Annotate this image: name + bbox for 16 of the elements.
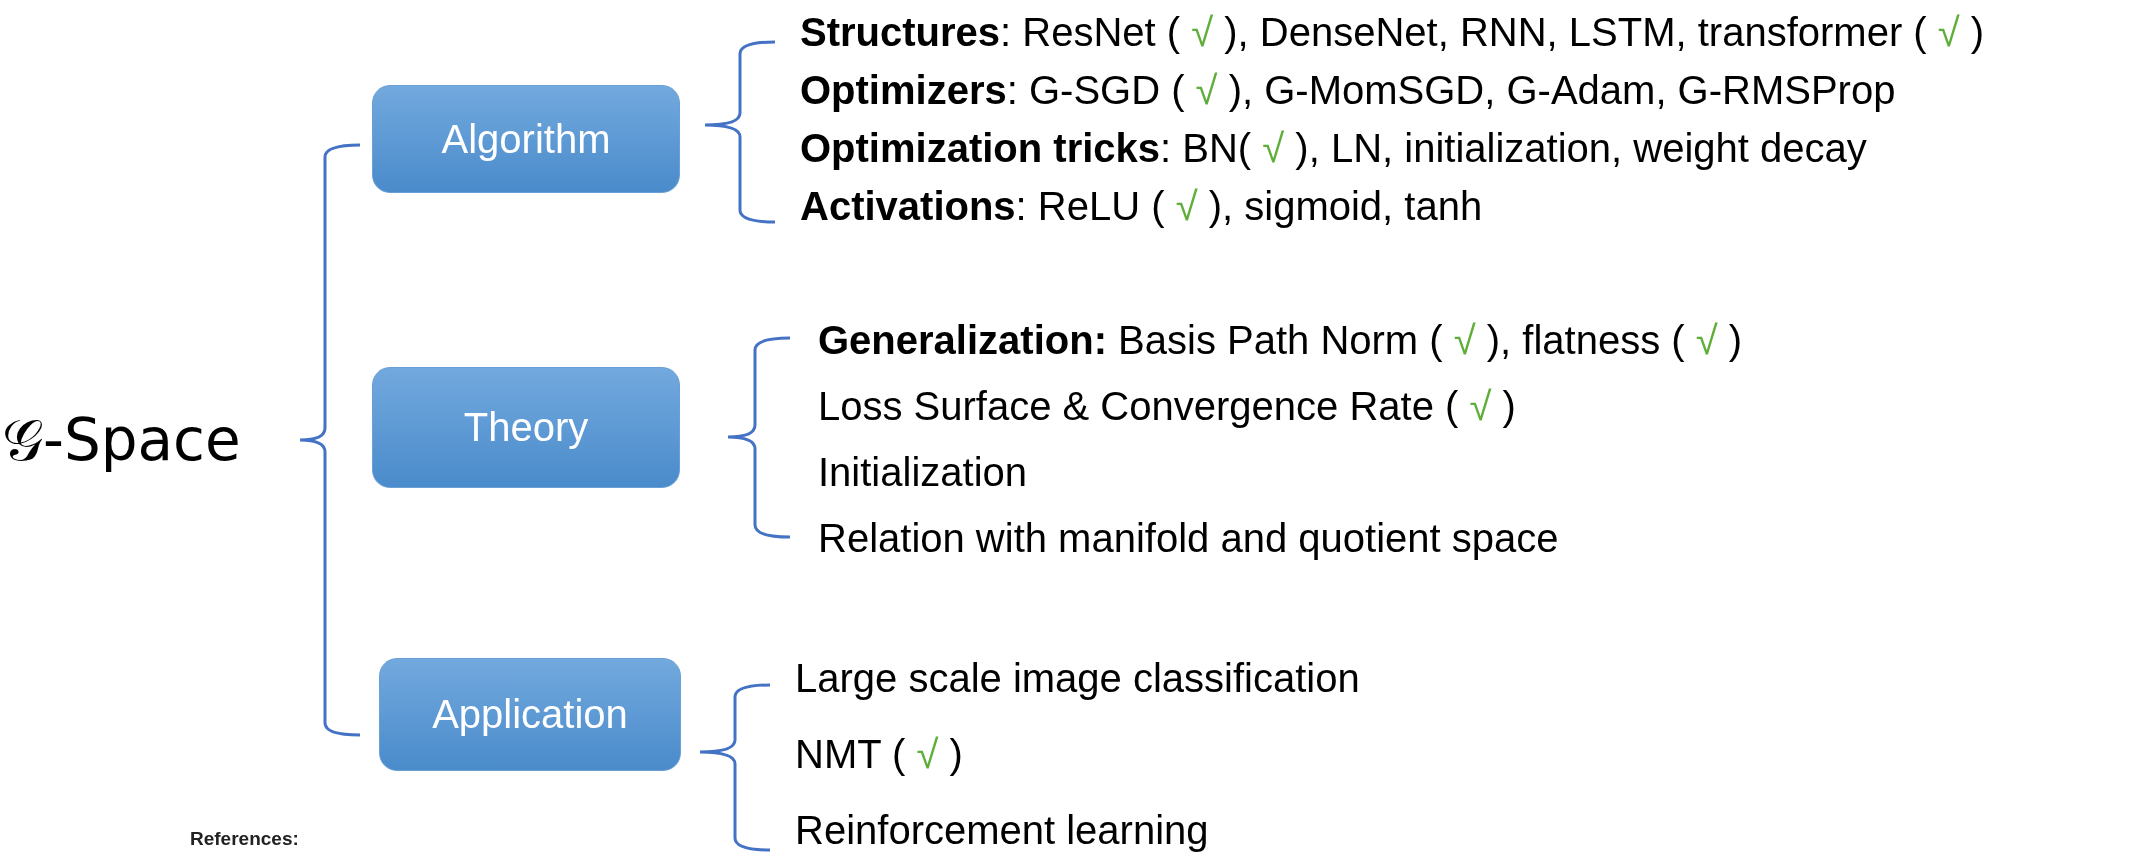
title-label: 𝒢-Space [2,405,241,475]
list-item: Structures: ResNet ( √ ), DenseNet, RNN, LSTM, transformer ( √ ) [800,10,1985,55]
list-item: Large scale image classification [795,656,1360,701]
list-item: Relation with manifold and quotient space [818,516,1559,561]
list-item: Initialization [818,450,1027,495]
note-label: References: [190,828,299,850]
list-item: Activations: ReLU ( √ ), sigmoid, tanh [800,184,1483,229]
category-box: Algorithm [372,85,680,193]
category-box: Application [379,658,681,771]
list-item: Reinforcement learning [795,808,1209,853]
list-item: NMT ( √ ) [795,732,963,777]
list-item: Generalization: Basis Path Norm ( √ ), flatness ( √ ) [818,318,1743,363]
list-item: Optimization tricks: BN( √ ), LN, initialization, weight decay [800,126,1867,171]
list-item: Loss Surface & Convergence Rate ( √ ) [818,384,1516,429]
category-box: Theory [372,367,680,488]
list-item: Optimizers: G-SGD ( √ ), G-MomSGD, G-Adam, G-RMSProp [800,68,1896,113]
